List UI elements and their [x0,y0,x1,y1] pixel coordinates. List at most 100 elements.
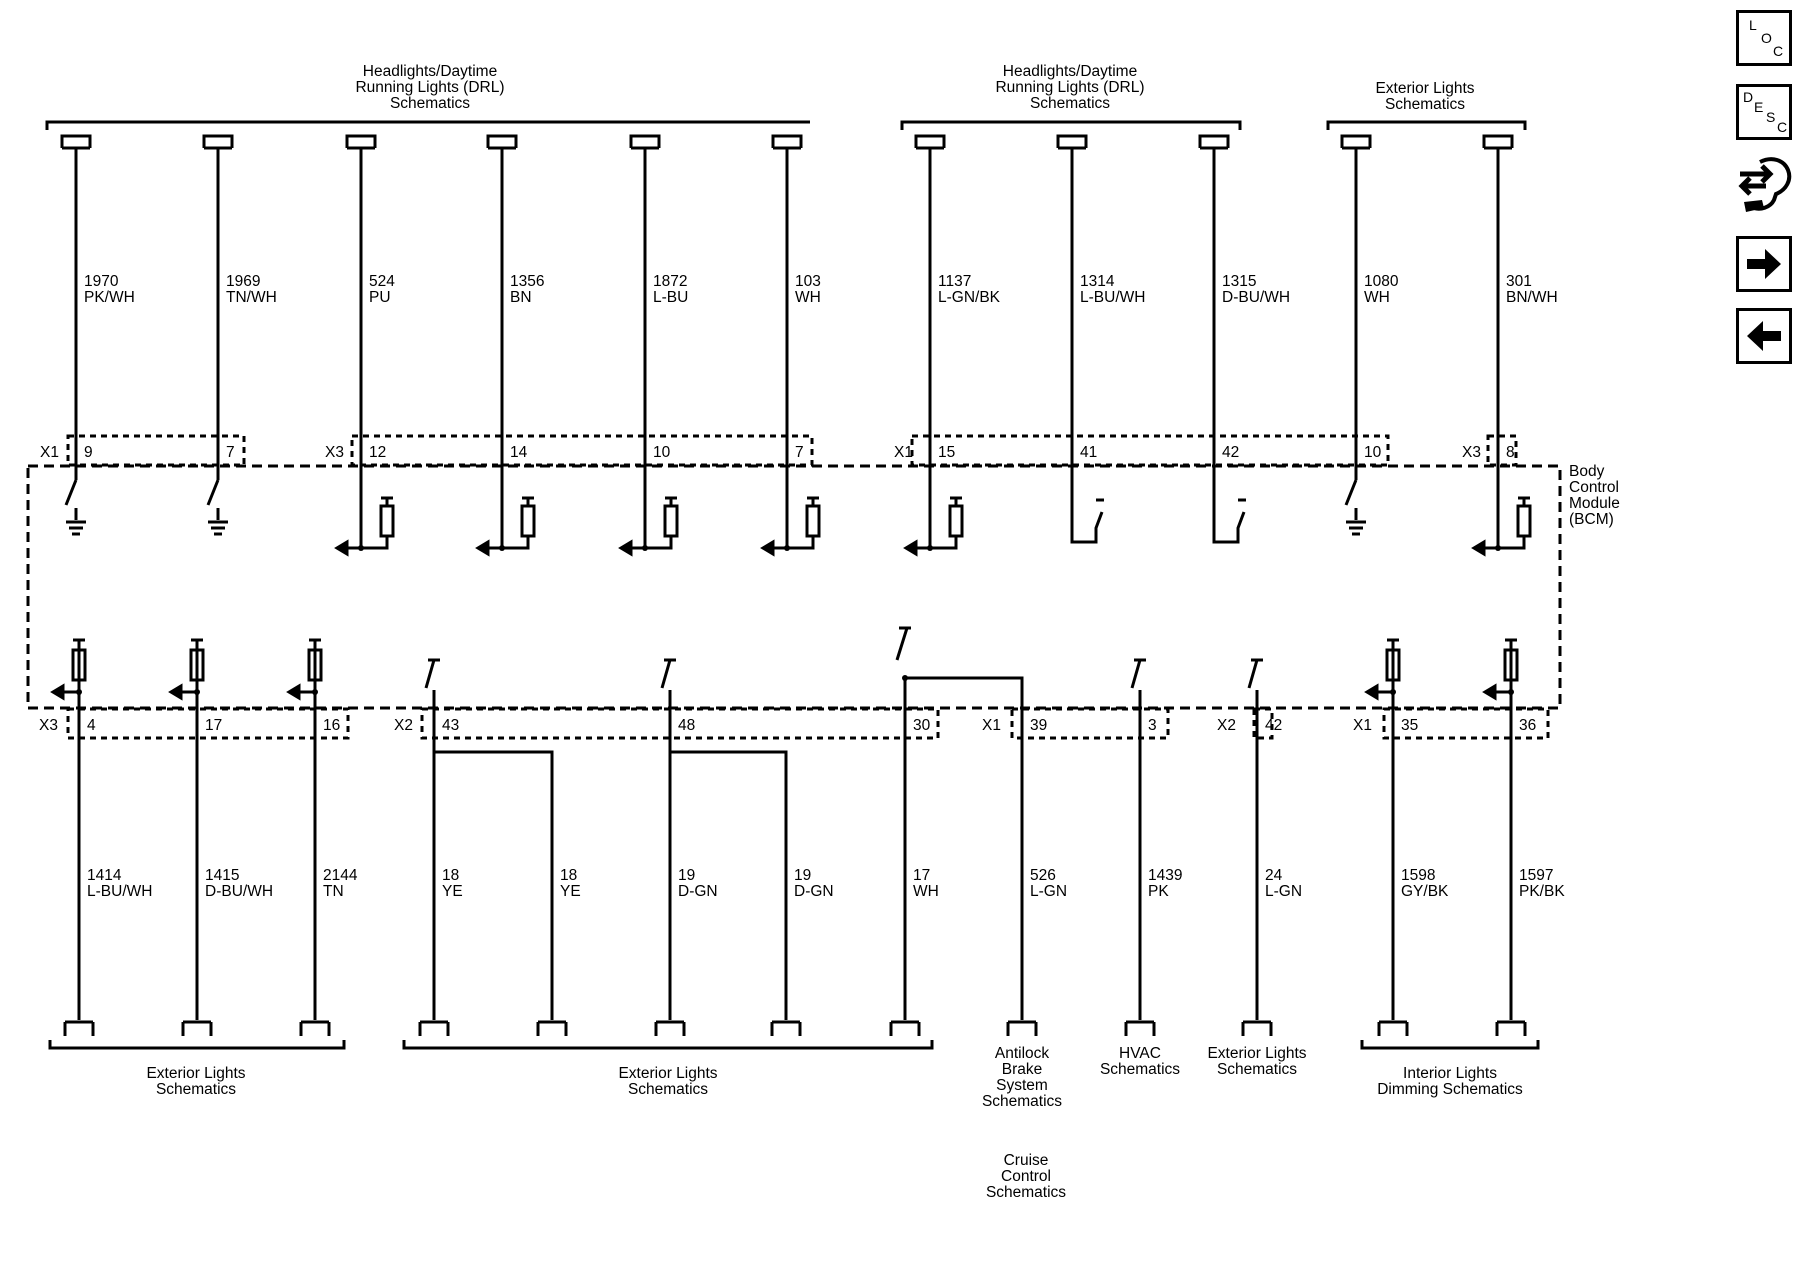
resistor [805,504,821,538]
output-wire [500,480,530,550]
circuit-number: 18 [560,867,577,884]
wire-color: L-BU/WH [1080,289,1145,306]
connector-wrench-icon [1738,157,1792,212]
desc-letter-e: E [1754,99,1764,115]
ground-symbol [1346,520,1366,536]
circuit-number: 1597 [1519,867,1553,884]
pin-number: 48 [678,717,695,734]
wire-color: L-GN [1030,883,1067,900]
connector-id: X2 [1217,717,1236,734]
terminal-connector [202,134,234,150]
loc-button[interactable]: L O C [1736,10,1792,66]
pin-number: 42 [1265,717,1282,734]
bottom-group-brackets [48,1040,1540,1050]
pin-number: 12 [369,444,386,461]
desc-letter-s: S [1766,109,1776,125]
output-wire [928,480,958,550]
circuit-number: 1415 [205,867,239,884]
junction-dot [312,689,318,695]
wire-color: D-BU/WH [205,883,273,900]
circuit-number: 1414 [87,867,122,884]
junction-dot [76,689,82,695]
desc-letter-c: C [1777,119,1788,135]
terminal-connector [1482,134,1514,150]
ground-symbol [208,520,228,536]
pin-number: 7 [795,444,804,461]
resistor [948,504,964,538]
wire-color: D-GN [678,883,718,900]
wire-color: TN/WH [226,289,277,306]
circuit-number: 1969 [226,273,260,290]
next-button[interactable] [1736,236,1792,292]
resistor [307,648,323,682]
resistor [1516,504,1532,538]
wire-color: L-GN/BK [938,289,1001,306]
terminal-connector [914,134,946,150]
terminal-connector [629,134,661,150]
connector-id: X3 [1462,444,1481,461]
switch [1130,658,1146,1020]
connector-id: X3 [39,717,58,734]
circuit-number: 24 [1265,867,1283,884]
terminal-connector [889,1020,921,1036]
switch [660,658,676,1020]
circuit-number: 1314 [1080,273,1115,290]
junction-dot [927,545,933,551]
pin-number: 39 [1030,717,1047,734]
terminal-connector [60,134,92,150]
junction-dot [1508,689,1514,695]
terminal-connector [1056,134,1088,150]
circuit-number: 526 [1030,867,1056,884]
connector-id: X3 [325,444,344,461]
wire-color: L-BU [653,289,688,306]
switch [424,658,440,1020]
bcm-module-outline [26,464,1562,710]
wire-color: L-GN [1265,883,1302,900]
terminal-connector [771,134,803,150]
circuit-number: 524 [369,273,395,290]
arrow-icon [168,683,197,701]
resistor [1503,648,1519,682]
circuit-number: 1356 [510,273,544,290]
switch [1247,658,1263,1020]
wire-color: TN [323,883,344,900]
desc-button[interactable]: D E S C [1736,84,1792,140]
bottom-circuit: 19D-GN [770,867,834,1036]
output-wire [785,480,815,550]
bottom-circuit: 24L-GN X2 42 [1217,658,1302,1036]
wire-color: WH [913,883,939,900]
pin-number: 9 [84,444,93,461]
resistor-lead [522,496,534,506]
wire-color: BN [510,289,532,306]
resistor-lead [807,496,819,506]
pin-number: 30 [913,717,931,734]
terminal-connector [1241,1020,1273,1036]
resistor-lead [381,496,393,506]
pin-number: 15 [938,444,955,461]
prev-button[interactable] [1736,308,1792,364]
terminal-connector [63,1020,95,1036]
arrow-icon [618,539,645,557]
connector-tool-button[interactable] [1736,152,1792,212]
branch-wires [432,676,1024,1020]
junction-dot [499,545,505,551]
terminal-connector [1124,1020,1156,1036]
circuit-number: 1970 [84,273,119,290]
resistor [71,648,87,682]
wire-color: WH [795,289,821,306]
